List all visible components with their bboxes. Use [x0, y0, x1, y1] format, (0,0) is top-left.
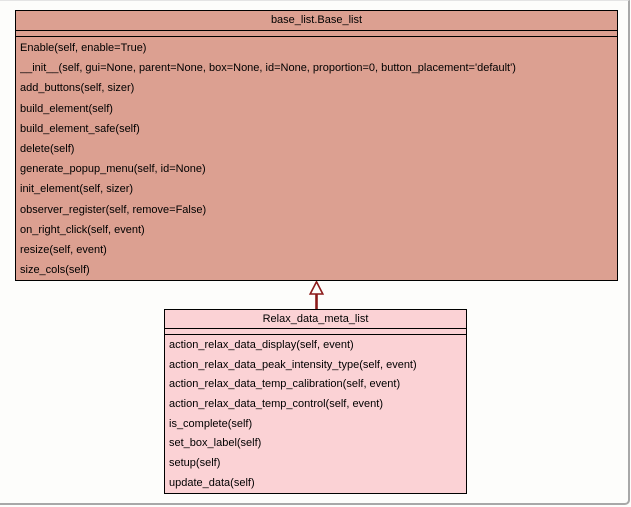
method-item: resize(self, event): [20, 243, 107, 256]
method-item: action_relax_data_temp_control(self, eve…: [169, 398, 384, 411]
class-title-base-list: base_list.Base_list: [16, 11, 617, 31]
method-item: is_complete(self): [169, 417, 253, 430]
method-item: build_element(self): [20, 102, 113, 115]
class-attributes-empty: [165, 329, 466, 335]
method-item: init_element(self, sizer): [20, 183, 134, 196]
method-item: Enable(self, enable=True): [20, 42, 147, 54]
method-item: add_buttons(self, sizer): [20, 82, 135, 95]
method-item: action_relax_data_temp_calibration(self,…: [169, 378, 401, 391]
method-item: __init__(self, gui=None, parent=None, bo…: [20, 62, 516, 75]
class-attributes-empty: [16, 31, 617, 37]
class-box-base-list: base_list.Base_list Enable(self, enable=…: [15, 10, 618, 281]
method-item: set_box_label(self): [169, 437, 262, 450]
class-methods-base-list: Enable(self, enable=True) __init__(self,…: [16, 37, 617, 280]
method-item: setup(self): [169, 457, 221, 470]
method-item: observer_register(self, remove=False): [20, 203, 207, 216]
method-item: build_element_safe(self): [20, 122, 140, 135]
class-methods-relax-data-meta-list: action_relax_data_display(self, event) a…: [165, 335, 466, 494]
method-item: action_relax_data_peak_intensity_type(se…: [169, 358, 417, 371]
method-item: generate_popup_menu(self, id=None): [20, 163, 206, 176]
class-box-relax-data-meta-list: Relax_data_meta_list action_relax_data_d…: [164, 309, 467, 494]
method-item: size_cols(self): [20, 264, 90, 277]
method-item: on_right_click(self, event): [20, 223, 145, 236]
method-item: update_data(self): [169, 476, 255, 489]
method-item: delete(self): [20, 142, 75, 155]
class-title-relax-data-meta-list: Relax_data_meta_list: [165, 310, 466, 329]
inheritance-arrow: [308, 281, 325, 310]
inheritance-arrow-head: [308, 281, 325, 295]
method-item: action_relax_data_display(self, event): [169, 339, 354, 351]
